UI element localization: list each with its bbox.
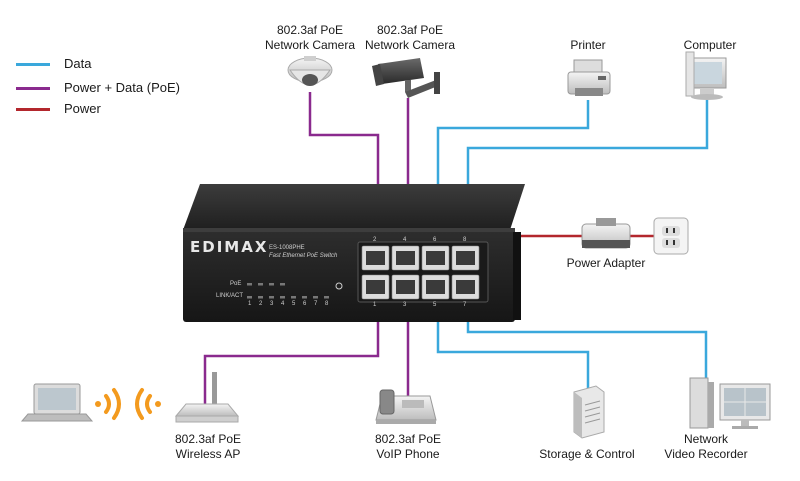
- led-number: 8: [325, 301, 329, 307]
- led-label-link: LINK/ACT: [216, 293, 244, 299]
- nvr-label: Network Video Recorder: [656, 432, 756, 462]
- nvr-label-line2: Video Recorder: [664, 447, 748, 461]
- led-number: 5: [292, 301, 296, 307]
- monitor-icon: [719, 383, 771, 429]
- dome-camera-icon: [287, 56, 333, 86]
- legend-swatch-power: [16, 108, 50, 111]
- wireless-ap-label-line2: Wireless AP: [175, 447, 241, 461]
- camera1-label: 802.3af PoE Network Camera: [262, 23, 358, 53]
- port-number-3: 3: [403, 302, 407, 308]
- port-block: [357, 241, 489, 303]
- wall-outlet-icon: [653, 217, 689, 255]
- legend-swatch-data: [16, 63, 50, 66]
- switch-model: ES-1008PHE: [269, 245, 305, 251]
- nvr-tower-icon: [689, 377, 714, 429]
- camera1-label-line1: 802.3af PoE: [276, 23, 344, 37]
- voip-phone-label-line2: VoIP Phone: [376, 447, 440, 461]
- camera1-label-line2: Network Camera: [264, 38, 356, 52]
- wifi-signal-icon: [95, 388, 161, 420]
- computer-label: Computer: [683, 38, 737, 52]
- wireless-ap-label-line1: 802.3af PoE: [174, 432, 242, 446]
- port-number-7: 7: [463, 302, 467, 308]
- cable-ap-poe: [203, 305, 380, 410]
- led-label-poe: PoE: [230, 281, 242, 287]
- port-number-1: 1: [373, 302, 377, 308]
- legend-label-poe: Power + Data (PoE): [64, 80, 180, 95]
- laptop-icon: [20, 383, 94, 422]
- legend-label-data: Data: [64, 56, 92, 71]
- storage-icon: [573, 385, 605, 439]
- wireless-ap-icon: [174, 372, 240, 423]
- led-number: 2: [259, 301, 263, 307]
- power-icon: [335, 282, 343, 290]
- voip-phone-icon: [375, 389, 437, 424]
- nvr-label-line1: Network: [683, 432, 728, 446]
- led-number: 3: [270, 301, 274, 307]
- bullet-camera-icon: [372, 58, 440, 98]
- power-adapter-icon: [581, 218, 631, 249]
- legend-label-power: Power: [64, 101, 101, 116]
- camera2-label-line1: 802.3af PoE: [376, 23, 444, 37]
- power-adapter-label: Power Adapter: [566, 256, 646, 270]
- port-number-6: 6: [433, 237, 437, 243]
- voip-phone-label-line1: 802.3af PoE: [374, 432, 442, 446]
- led-number: 7: [314, 301, 318, 307]
- port-number-4: 4: [403, 237, 407, 243]
- poe-switch: [183, 184, 525, 322]
- wireless-ap-label: 802.3af PoE Wireless AP: [160, 432, 256, 462]
- switch-brand: EDIMAX: [190, 238, 269, 256]
- port-number-8: 8: [463, 237, 467, 243]
- storage-label: Storage & Control: [539, 447, 635, 461]
- led-number: 4: [281, 301, 285, 307]
- computer-icon: [685, 51, 727, 100]
- voip-phone-label: 802.3af PoE VoIP Phone: [360, 432, 456, 462]
- cable-storage-data: [436, 305, 590, 392]
- printer-icon: [567, 59, 611, 96]
- led-number: 6: [303, 301, 307, 307]
- switch-subtitle: Fast Ethernet PoE Switch: [269, 253, 338, 259]
- led-number: 1: [248, 301, 252, 307]
- port-number-5: 5: [433, 302, 437, 308]
- camera2-label-line2: Network Camera: [364, 38, 456, 52]
- port-number-2: 2: [373, 237, 377, 243]
- printer-label: Printer: [570, 38, 606, 52]
- legend-swatch-poe: [16, 87, 50, 90]
- camera2-label: 802.3af PoE Network Camera: [362, 23, 458, 53]
